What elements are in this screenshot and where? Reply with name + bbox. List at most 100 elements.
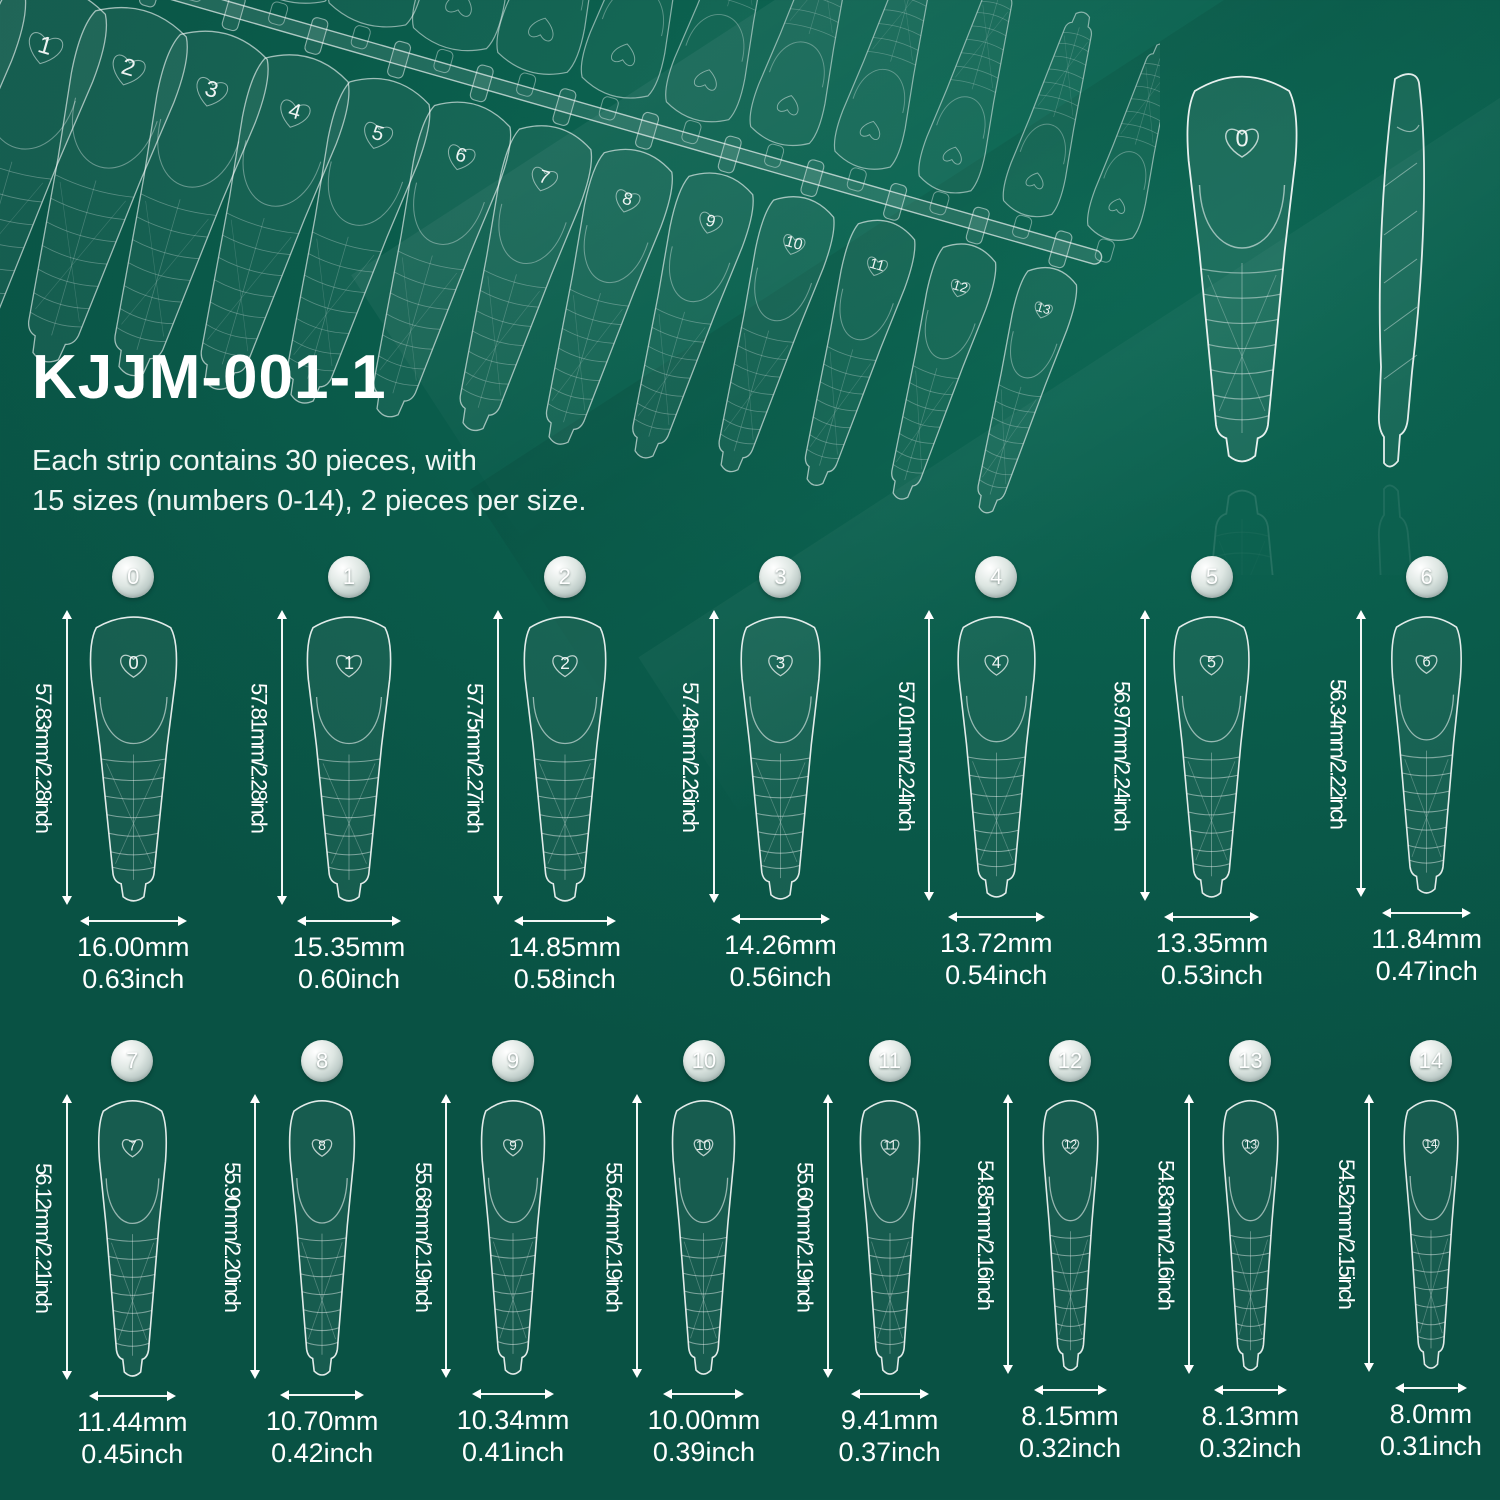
size-item: 55.60mm/2.19inch 11 11 9.41mm 0.37inch	[792, 1040, 941, 1469]
size-number: 10	[691, 1048, 717, 1073]
nail-column: 13 13 8.13mm 0.32inch	[1199, 1040, 1301, 1465]
svg-text:4: 4	[992, 653, 1001, 672]
svg-text:1: 1	[344, 653, 354, 673]
width-arrow-icon	[297, 913, 402, 928]
length-measure: 56.12mm/2.21inch	[30, 1094, 74, 1380]
length-measure: 56.34mm/2.22inch	[1324, 610, 1368, 897]
size-number-badge: 14	[1409, 1040, 1452, 1082]
svg-text:9: 9	[704, 210, 718, 231]
size-number-badge: 0	[112, 556, 155, 598]
width-mm-label: 10.34mm	[456, 1405, 570, 1435]
nail-column: 14 14 8.0mm 0.31inch	[1380, 1040, 1482, 1463]
length-label: 54.52mm/2.15inch	[1333, 1158, 1359, 1308]
nail-column: 8 8 10.70mm 0.42inch	[266, 1040, 378, 1470]
width-inch-label: 0.45inch	[81, 1438, 184, 1469]
length-arrow-icon	[1001, 1094, 1016, 1374]
size-number-badge: 2	[543, 556, 586, 598]
width-arrow-icon	[1394, 1380, 1467, 1395]
width-mm-label: 8.13mm	[1201, 1401, 1300, 1431]
length-arrow-icon	[1138, 610, 1153, 901]
size-number-badge: 8	[301, 1040, 344, 1082]
svg-text:2: 2	[560, 653, 570, 673]
length-arrow-icon	[1181, 1094, 1196, 1374]
size-row-1: 57.83mm/2.28inch 0 0 16.00mm 0.63inch 57…	[30, 556, 1482, 996]
svg-text:13: 13	[1035, 300, 1052, 317]
width-arrow-icon	[947, 909, 1045, 924]
svg-text:12: 12	[1063, 1138, 1076, 1152]
length-arrow-icon	[439, 1094, 454, 1378]
width-inch-label: 0.47inch	[1375, 955, 1478, 986]
length-label: 57.83mm/2.28inch	[31, 683, 56, 832]
nail-column: 1 1 15.35mm 0.60inch	[293, 556, 405, 996]
width-arrow-icon	[730, 911, 830, 926]
size-number: 12	[1057, 1048, 1083, 1073]
length-arrow-icon	[1353, 610, 1368, 897]
nail-column: 9 9 10.34mm 0.41inch	[456, 1040, 570, 1469]
length-measure: 55.90mm/2.20inch	[219, 1094, 263, 1379]
width-mm-label: 10.00mm	[647, 1405, 761, 1435]
svg-text:2: 2	[118, 54, 138, 83]
nail-form-graphic: 0	[89, 616, 178, 902]
size-item: 57.01mm/2.24inch 4 4 13.72mm 0.54inch	[893, 556, 1053, 992]
length-measure: 54.83mm/2.16inch	[1152, 1094, 1196, 1374]
size-number: 4	[990, 564, 1003, 589]
width-inch-label: 0.60inch	[297, 963, 401, 994]
size-number-badge: 10	[682, 1040, 725, 1082]
size-number: 13	[1238, 1048, 1263, 1073]
length-measure: 54.85mm/2.16inch	[972, 1094, 1016, 1374]
length-label: 57.48mm/2.26inch	[678, 682, 704, 831]
size-number-badge: 12	[1049, 1040, 1092, 1082]
width-inch-label: 0.37inch	[838, 1436, 941, 1467]
svg-text:0: 0	[1235, 127, 1248, 153]
nail-form-graphic: 13	[1222, 1099, 1279, 1371]
length-label: 57.01mm/2.24inch	[893, 681, 919, 830]
svg-text:8: 8	[318, 1137, 326, 1153]
size-number-badge: 6	[1405, 556, 1448, 598]
length-arrow-icon	[821, 1094, 836, 1378]
size-item: 57.75mm/2.27inch 2 2 14.85mm 0.58inch	[461, 556, 621, 996]
length-arrow-icon	[1362, 1094, 1377, 1372]
svg-text:0: 0	[128, 652, 138, 673]
svg-text:3: 3	[202, 76, 221, 103]
size-number: 8	[316, 1048, 329, 1073]
size-row-2: 56.12mm/2.21inch 7 7 11.44mm 0.45inch 55…	[30, 1040, 1482, 1471]
size-item: 57.83mm/2.28inch 0 0 16.00mm 0.63inch	[30, 556, 190, 996]
nail-form-graphic: 3	[740, 616, 821, 900]
width-arrow-icon	[663, 1386, 745, 1401]
size-number: 7	[126, 1048, 139, 1073]
width-inch-label: 0.42inch	[271, 1437, 374, 1468]
nail-column: 4 4 13.72mm 0.54inch	[940, 556, 1053, 992]
size-item: 56.34mm/2.22inch 6 6 11.84mm 0.47inch	[1324, 556, 1482, 988]
width-mm-label: 8.0mm	[1389, 1399, 1473, 1429]
width-inch-label: 0.63inch	[82, 963, 185, 994]
length-label: 57.81mm/2.28inch	[246, 683, 272, 832]
length-arrow-icon	[630, 1094, 645, 1378]
width-arrow-icon	[280, 1387, 365, 1402]
product-code: KJJM-001-1	[32, 343, 387, 412]
length-measure: 57.01mm/2.24inch	[893, 610, 937, 901]
width-arrow-icon	[1382, 905, 1472, 920]
width-mm-label: 13.72mm	[939, 928, 1053, 958]
size-number-badge: 3	[759, 556, 802, 598]
size-number-badge: 13	[1229, 1040, 1272, 1082]
nail-column: 0 0 16.00mm 0.63inch	[77, 556, 190, 996]
size-number-badge: 9	[492, 1040, 535, 1082]
length-label: 56.97mm/2.24inch	[1109, 681, 1135, 830]
size-item: 55.68mm/2.19inch 9 9 10.34mm 0.41inch	[410, 1040, 570, 1469]
size-item: 56.12mm/2.21inch 7 7 11.44mm 0.45inch	[30, 1040, 188, 1471]
size-number: 1	[342, 564, 356, 589]
nail-column: 2 2 14.85mm 0.58inch	[508, 556, 621, 996]
width-mm-label: 14.26mm	[724, 930, 837, 960]
svg-text:9: 9	[509, 1138, 517, 1153]
width-inch-label: 0.54inch	[945, 959, 1048, 990]
length-label: 54.85mm/2.16inch	[972, 1159, 998, 1309]
svg-text:6: 6	[1423, 654, 1431, 671]
svg-text:7: 7	[128, 1138, 136, 1154]
size-number-badge: 11	[868, 1040, 911, 1082]
size-number: 0	[127, 564, 140, 589]
width-inch-label: 0.32inch	[1018, 1432, 1122, 1463]
width-arrow-icon	[79, 913, 187, 928]
length-label: 55.64mm/2.19inch	[601, 1161, 627, 1311]
size-item: 54.83mm/2.16inch 13 13 8.13mm 0.32inch	[1152, 1040, 1301, 1465]
